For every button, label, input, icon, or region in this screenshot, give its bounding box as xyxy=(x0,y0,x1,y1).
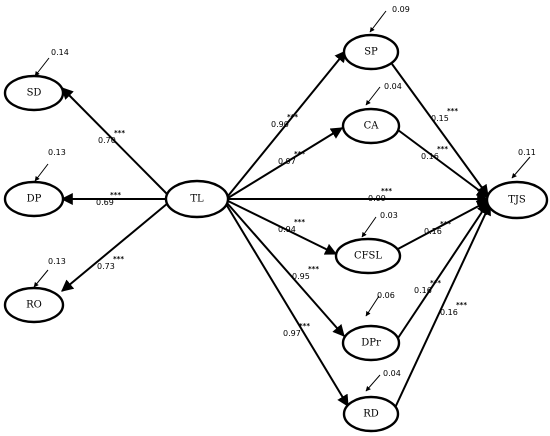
sig-ca-tjs: *** xyxy=(437,145,448,153)
coef-tl-tjs: 0.09 xyxy=(368,194,386,203)
node-tl: TL xyxy=(164,179,230,219)
error-value-dp: 0.13 xyxy=(48,148,66,157)
path-tl-rd xyxy=(225,203,349,408)
sig-tl-tjs: *** xyxy=(381,187,392,195)
error-arrow-sp xyxy=(369,10,387,33)
path-tl-cfsl xyxy=(227,200,338,255)
node-dpr: DPr xyxy=(341,324,401,362)
error-value-sd: 0.14 xyxy=(51,48,69,57)
error-arrow-ca xyxy=(365,86,381,106)
coef-cfsl-tjs: 0.16 xyxy=(424,227,442,236)
path-tl-ro xyxy=(61,202,169,292)
node-ro-label: RO xyxy=(26,300,42,311)
error-arrow-dpr xyxy=(365,295,380,317)
sig-tl-cfsl: *** xyxy=(294,218,305,226)
path-tl-sd xyxy=(61,87,169,196)
sig-dpr-tjs: *** xyxy=(430,279,441,287)
coef-tl-sd: 0.70 xyxy=(98,136,116,145)
path-sp-tjs xyxy=(391,63,489,197)
path-cfsl-tjs xyxy=(395,200,490,251)
sig-rd-tjs: *** xyxy=(456,301,467,309)
error-value-rd: 0.04 xyxy=(383,369,401,378)
error-arrow-sd xyxy=(34,57,50,77)
node-sp-label: SP xyxy=(364,47,378,58)
error-arrow-ro xyxy=(33,269,49,288)
error-arrow-tjs xyxy=(511,156,531,179)
path-ca-tjs xyxy=(397,129,489,198)
node-cfsl: CFSL xyxy=(334,237,402,275)
node-cfsl-label: CFSL xyxy=(354,251,382,262)
node-tjs-label: TJS xyxy=(508,195,526,206)
sig-cfsl-tjs: *** xyxy=(440,220,451,228)
error-value-ro: 0.13 xyxy=(48,257,66,266)
node-dp-label: DP xyxy=(27,194,42,205)
node-rd: RD xyxy=(342,395,400,433)
coef-tl-dpr: 0.95 xyxy=(292,272,310,281)
sig-tl-sp: *** xyxy=(287,113,298,121)
node-ca-label: CA xyxy=(364,121,380,132)
node-tl-label: TL xyxy=(190,194,204,205)
coef-tl-cfsl: 0.94 xyxy=(278,225,296,234)
coef-sp-tjs: 0.15 xyxy=(431,114,449,123)
coef-ca-tjs: 0.16 xyxy=(421,152,439,161)
node-rd-label: RD xyxy=(363,409,379,420)
path-dpr-tjs xyxy=(397,202,489,339)
node-sd: SD xyxy=(3,74,65,112)
error-arrow-rd xyxy=(365,374,381,392)
path-tl-sp xyxy=(227,50,347,197)
node-tjs: TJS xyxy=(485,180,549,220)
node-dp: DP xyxy=(3,180,65,218)
sig-tl-ro: *** xyxy=(113,255,124,263)
sig-tl-dp: *** xyxy=(110,191,121,199)
coef-tl-sp: 0.90 xyxy=(271,120,289,129)
coef-tl-rd: 0.97 xyxy=(283,329,301,338)
sig-tl-ca: *** xyxy=(294,150,305,158)
error-arrow-cfsl xyxy=(361,216,377,238)
coef-dpr-tjs: 0.16 xyxy=(414,286,432,295)
path-rd-tjs xyxy=(393,202,491,411)
error-arrow-dp xyxy=(34,163,49,182)
node-ca: CA xyxy=(341,107,401,145)
coef-tl-ca: 0.97 xyxy=(278,157,296,166)
coef-tl-dp: 0.69 xyxy=(96,198,114,207)
coef-rd-tjs: 0.16 xyxy=(440,308,458,317)
path-tl-ca xyxy=(227,127,344,199)
path-tl-dpr xyxy=(226,202,345,337)
error-value-dpr: 0.06 xyxy=(377,291,395,300)
node-sd-label: SD xyxy=(27,88,42,99)
sig-sp-tjs: *** xyxy=(447,107,458,115)
error-value-tjs: 0.11 xyxy=(518,148,536,157)
node-ro: RO xyxy=(3,286,65,324)
error-value-sp: 0.09 xyxy=(392,5,410,14)
node-sp: SP xyxy=(342,33,400,71)
sig-tl-sd: *** xyxy=(114,129,125,137)
sig-tl-rd: *** xyxy=(299,322,310,330)
sig-tl-dpr: *** xyxy=(308,265,319,273)
node-dpr-label: DPr xyxy=(361,338,381,349)
error-value-cfsl: 0.03 xyxy=(380,211,398,220)
error-value-ca: 0.04 xyxy=(384,82,402,91)
coef-tl-ro: 0.73 xyxy=(97,262,115,271)
